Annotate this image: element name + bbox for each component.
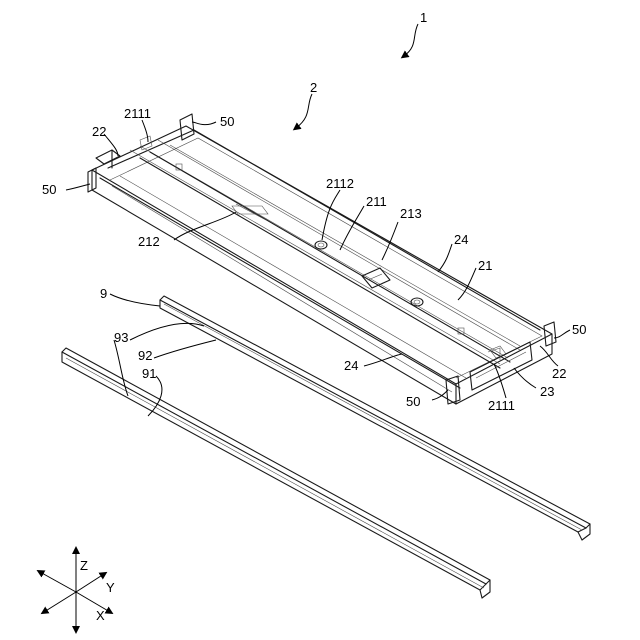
label-2112: 2112 bbox=[326, 176, 354, 191]
label-23: 23 bbox=[540, 384, 554, 399]
label-50-left: 50 bbox=[42, 182, 56, 197]
label-24-top: 24 bbox=[454, 232, 468, 247]
label-22-right: 22 bbox=[552, 366, 566, 381]
label-22-left: 22 bbox=[92, 124, 106, 139]
label-2: 2 bbox=[310, 80, 317, 95]
label-211: 211 bbox=[366, 194, 387, 209]
label-2111-bottom: 2111 bbox=[488, 398, 515, 413]
axis-y-label: Y bbox=[106, 580, 115, 595]
label-50-top: 50 bbox=[220, 114, 234, 129]
label-21: 21 bbox=[478, 258, 492, 273]
axis-x-label: X bbox=[96, 608, 105, 623]
label-1: 1 bbox=[420, 10, 427, 25]
label-93: 93 bbox=[114, 330, 128, 345]
label-2111-top: 2111 bbox=[124, 106, 151, 121]
label-91: 91 bbox=[142, 366, 156, 381]
label-92: 92 bbox=[138, 348, 152, 363]
rail-9 bbox=[62, 296, 590, 598]
label-24-bottom: 24 bbox=[344, 358, 358, 373]
label-213: 213 bbox=[400, 206, 422, 221]
label-212: 212 bbox=[138, 234, 160, 249]
axis-indicator: Z Y X bbox=[40, 550, 115, 630]
axis-z-label: Z bbox=[80, 558, 88, 573]
label-50-bottom: 50 bbox=[406, 394, 420, 409]
label-50-right: 50 bbox=[572, 322, 586, 337]
label-9: 9 bbox=[100, 286, 107, 301]
